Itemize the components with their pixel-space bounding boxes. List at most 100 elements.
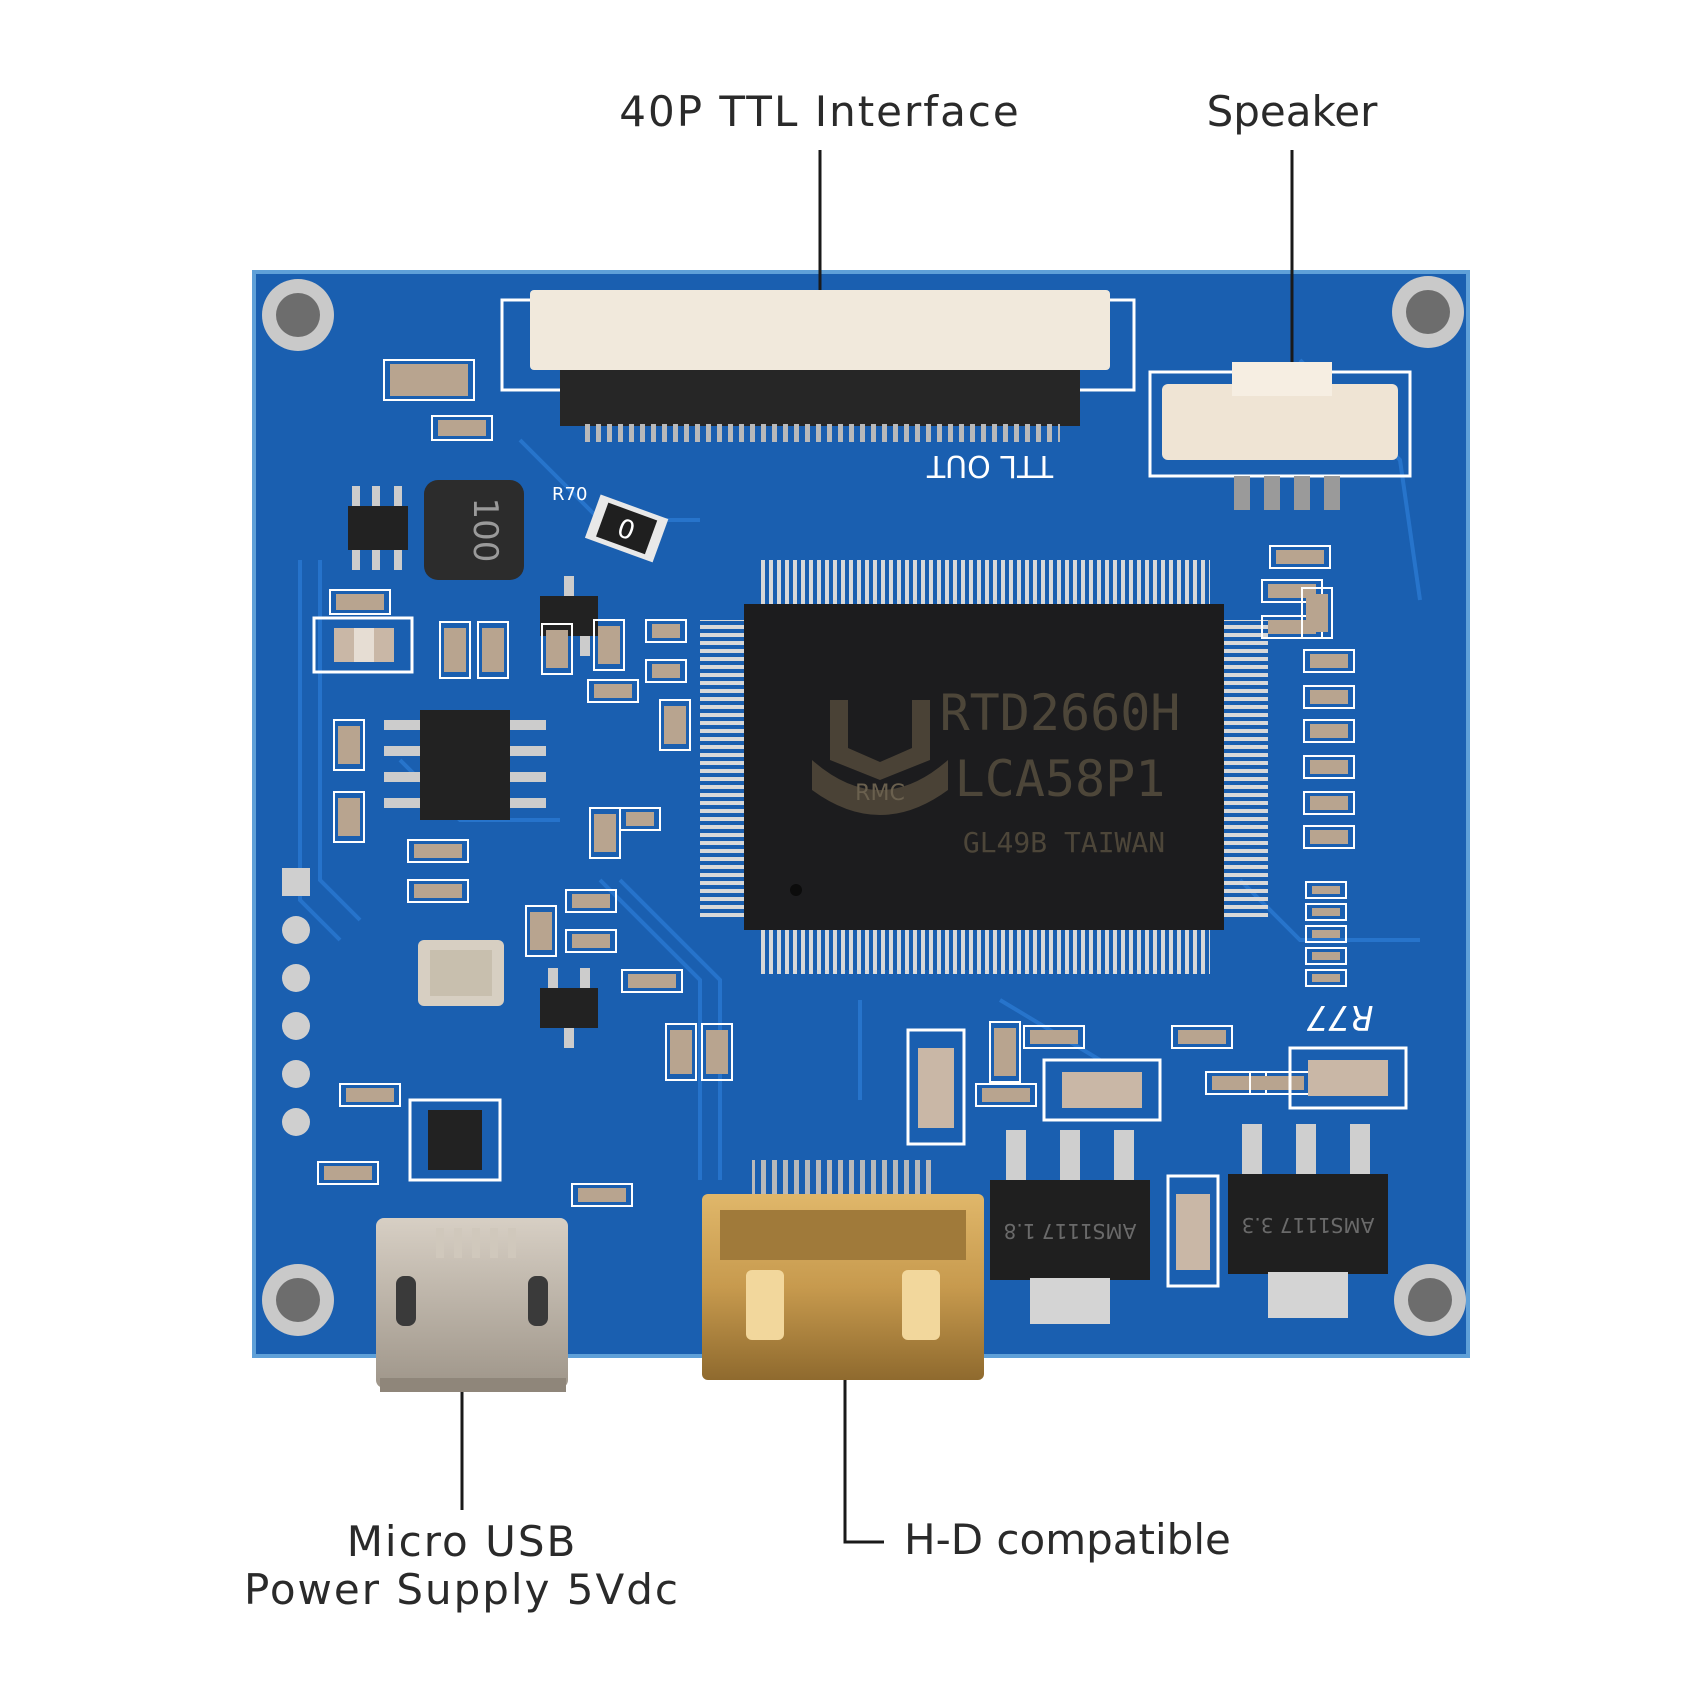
smd-outline bbox=[383, 359, 475, 401]
smd-outline bbox=[645, 659, 687, 683]
crystal-oscillator bbox=[418, 940, 504, 1006]
smd-component bbox=[414, 884, 462, 898]
smd-component bbox=[1312, 952, 1340, 960]
smd-component bbox=[324, 1166, 372, 1180]
leader-lines bbox=[460, 150, 1294, 1544]
label-speaker: Speaker bbox=[1206, 87, 1378, 136]
smd-outline bbox=[659, 699, 691, 751]
cap-between-regulators bbox=[1166, 1174, 1220, 1288]
smd-outline bbox=[621, 969, 683, 993]
passive-components bbox=[317, 359, 1355, 1207]
label-ttl-interface: 40P TTL Interface bbox=[619, 87, 1021, 136]
inductor-100: 100 bbox=[424, 480, 524, 580]
smd-component bbox=[1312, 908, 1340, 916]
smd-outline bbox=[1269, 545, 1331, 569]
smd-component bbox=[706, 1030, 728, 1074]
chip-label-line3: GL49B TAIWAN bbox=[963, 826, 1165, 859]
smd-outline bbox=[439, 621, 471, 679]
label-micro-usb: Micro USB Power Supply 5Vdc bbox=[244, 1517, 680, 1615]
smd-component bbox=[1306, 594, 1328, 632]
smd-outline bbox=[975, 1083, 1037, 1107]
chip-label-line1: RTD2660H bbox=[940, 684, 1181, 742]
smd-outline bbox=[339, 1083, 401, 1107]
smd-outline bbox=[1303, 825, 1355, 849]
label-micro-usb-line1: Micro USB bbox=[346, 1517, 578, 1566]
chip-label-line2: LCA58P1 bbox=[955, 750, 1166, 808]
smd-component bbox=[530, 912, 552, 950]
speaker-connector bbox=[1148, 362, 1412, 510]
hdmi-connector bbox=[702, 1160, 984, 1380]
smd-outline bbox=[333, 719, 365, 771]
smd-component bbox=[1268, 620, 1316, 634]
smd-component bbox=[626, 812, 654, 826]
soic-8-ic bbox=[384, 710, 546, 820]
smd-component bbox=[444, 628, 466, 672]
smd-outline bbox=[1171, 1025, 1233, 1049]
svg-text:RMC: RMC bbox=[855, 781, 905, 806]
smd-outline bbox=[525, 905, 557, 957]
rtd2660h-chip: RMC RTD2660H LCA58P1 GL49B TAIWAN bbox=[700, 560, 1268, 974]
ttl-connector: TTL OUT bbox=[500, 290, 1136, 483]
smd-component bbox=[1310, 724, 1348, 738]
ttl-out-silk: TTL OUT bbox=[926, 448, 1054, 483]
smd-outline bbox=[317, 1161, 379, 1185]
regulator-ams1117-right: AMS1117 3.3 bbox=[1228, 1124, 1388, 1318]
cap-bottom-right bbox=[1288, 1046, 1408, 1110]
smd-outline bbox=[1261, 579, 1323, 603]
smd-component bbox=[546, 630, 568, 668]
smd-outline bbox=[1305, 903, 1347, 921]
smd-outline bbox=[431, 415, 493, 441]
smd-component bbox=[338, 798, 360, 836]
smd-outline bbox=[1303, 791, 1355, 815]
smd-component bbox=[1310, 760, 1348, 774]
smd-outline bbox=[1305, 881, 1347, 899]
smd-component bbox=[598, 626, 620, 664]
smd-component bbox=[1178, 1030, 1226, 1044]
smd-outline bbox=[593, 619, 625, 671]
smd-component bbox=[1256, 1076, 1304, 1090]
smd-outline bbox=[1023, 1025, 1085, 1049]
smd-component bbox=[414, 844, 462, 858]
smd-component bbox=[1312, 886, 1340, 894]
smd-component bbox=[1310, 830, 1348, 844]
svg-text:100: 100 bbox=[465, 498, 505, 563]
smd-outline bbox=[589, 807, 621, 859]
smd-component bbox=[1312, 930, 1340, 938]
smd-outline bbox=[1305, 925, 1347, 943]
smd-component bbox=[572, 934, 610, 948]
left-header-pads bbox=[282, 868, 310, 1136]
smd-outline bbox=[701, 1023, 733, 1081]
smd-component bbox=[628, 974, 676, 988]
smd-outline bbox=[477, 621, 509, 679]
smd-outline bbox=[1303, 755, 1355, 779]
smd-outline bbox=[407, 839, 469, 863]
cap-bottom-middle bbox=[1042, 1058, 1162, 1122]
smd-outline bbox=[329, 589, 391, 615]
regulator-ams1117-left: AMS1117 1.8 bbox=[990, 1130, 1150, 1324]
smd-outline bbox=[1303, 649, 1355, 673]
leader-hdmi bbox=[843, 1380, 884, 1544]
smd-outline bbox=[1305, 969, 1347, 987]
micro-usb-connector bbox=[376, 1218, 568, 1392]
smd-component bbox=[1310, 654, 1348, 668]
smd-component bbox=[1030, 1030, 1078, 1044]
smd-outline bbox=[1301, 587, 1333, 639]
smd-component bbox=[1312, 974, 1340, 982]
cap-left bbox=[312, 616, 414, 674]
smd-outline bbox=[665, 1023, 697, 1081]
smd-outline bbox=[1303, 685, 1355, 709]
smd-component bbox=[982, 1088, 1030, 1102]
svg-text:AMS1117 1.8: AMS1117 1.8 bbox=[1004, 1219, 1137, 1243]
silk-r77: R77 bbox=[1306, 997, 1373, 1037]
cap-vertical bbox=[906, 1028, 966, 1146]
smd-outline bbox=[587, 679, 639, 703]
smd-component bbox=[338, 726, 360, 764]
smd-outline bbox=[1305, 947, 1347, 965]
smd-component bbox=[572, 894, 610, 908]
realtek-crab-logo: RMC bbox=[812, 700, 948, 815]
smd-component bbox=[336, 594, 384, 610]
smd-outline bbox=[407, 879, 469, 903]
smd-outline bbox=[571, 1183, 633, 1207]
mounting-holes bbox=[262, 276, 1466, 1336]
